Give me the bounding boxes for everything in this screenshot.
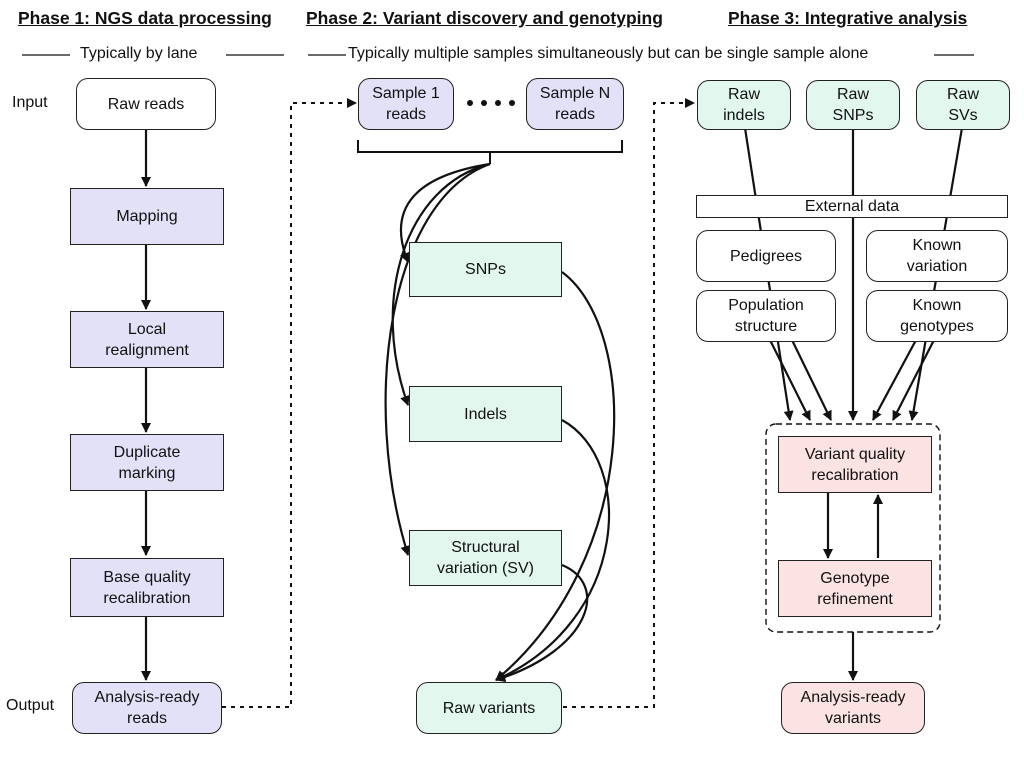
dotted-link-phase2-phase3 [563, 98, 695, 708]
raw-indels-label: Raw indels [723, 86, 765, 124]
phase3-title: Phase 3: Integrative analysis [728, 8, 968, 28]
sample-ellipsis-dots [467, 100, 515, 106]
line-known-a [872, 339, 917, 421]
raw-reads-label: Raw reads [107, 95, 185, 113]
sv-box: Structural variation (SV) [409, 530, 562, 586]
phase1-subtitle: Typically by lane [80, 45, 198, 62]
variant-quality-box: Variant quality recalibration [778, 436, 932, 493]
base-quality-label: Base quality recalibration [103, 568, 191, 607]
dotted-link-phase1-phase2 [222, 98, 357, 708]
raw-indels-box: Raw indels [697, 80, 791, 130]
recalibration-enclosure [765, 423, 941, 633]
mapping-label: Mapping [116, 208, 178, 225]
known-variation-box: Known variation [866, 230, 1008, 282]
known-genotypes-label: Known genotypes [900, 297, 974, 335]
sample-brace [357, 140, 623, 164]
raw-reads-box: Raw reads [76, 78, 216, 130]
analysis-ready-reads-label: Analysis-ready reads [94, 689, 200, 727]
analysis-ready-variants-box: Analysis-ready variants [781, 682, 925, 734]
external-data-label: External data [804, 198, 900, 215]
sampleN-label: Sample N reads [539, 85, 611, 123]
raw-variants-label: Raw variants [442, 699, 536, 717]
population-structure-label: Population structure [728, 297, 804, 335]
curve-sv-to-raw [495, 563, 589, 683]
population-structure-box: Population structure [696, 290, 836, 342]
snps-box: SNPs [409, 242, 562, 297]
genotype-refinement-box: Genotype refinement [778, 560, 932, 617]
sample1-box: Sample 1 reads [358, 78, 454, 130]
phase1-title: Phase 1: NGS data processing [18, 8, 272, 28]
indels-box: Indels [409, 386, 562, 442]
sv-label: Structural variation (SV) [437, 539, 534, 577]
indels-label: Indels [464, 405, 507, 423]
raw-svs-label: Raw SVs [946, 86, 979, 124]
local-realignment-box: Local realignment [70, 311, 224, 368]
line-known-b [892, 339, 935, 421]
base-quality-box: Base quality recalibration [70, 558, 224, 617]
pedigrees-box: Pedigrees [696, 230, 836, 282]
external-data-box: External data [696, 195, 1008, 218]
sample1-label: Sample 1 reads [372, 85, 440, 123]
genotype-refinement-label: Genotype refinement [817, 569, 893, 608]
curve-to-indels [391, 162, 491, 406]
snps-label: SNPs [465, 261, 506, 278]
known-variation-label: Known variation [906, 237, 968, 275]
curve-snps-to-raw [495, 271, 616, 681]
curve-indels-to-raw [495, 419, 610, 682]
raw-snps-label: Raw SNPs [832, 86, 874, 124]
local-realignment-label: Local realignment [105, 320, 189, 359]
known-genotypes-box: Known genotypes [866, 290, 1008, 342]
raw-variants-box: Raw variants [416, 682, 562, 734]
mapping-box: Mapping [70, 188, 224, 245]
raw-svs-box: Raw SVs [916, 80, 1010, 130]
sampleN-box: Sample N reads [526, 78, 624, 130]
line-pedigree-b [791, 339, 832, 421]
output-label: Output [6, 697, 55, 714]
phase2-subtitle: Typically multiple samples simultaneousl… [348, 45, 869, 62]
curve-to-sv [384, 162, 491, 556]
variant-quality-label: Variant quality recalibration [804, 445, 906, 484]
phase2-title: Phase 2: Variant discovery and genotypin… [306, 8, 663, 28]
pedigrees-label: Pedigrees [729, 247, 803, 265]
duplicate-marking-label: Duplicate marking [113, 443, 181, 482]
input-label: Input [12, 94, 48, 111]
duplicate-marking-box: Duplicate marking [70, 434, 224, 491]
curve-to-snps [399, 162, 491, 263]
raw-snps-box: Raw SNPs [806, 80, 900, 130]
analysis-ready-reads-box: Analysis-ready reads [72, 682, 222, 734]
analysis-ready-variants-label: Analysis-ready variants [800, 689, 906, 727]
line-pedigree-a [769, 339, 811, 421]
